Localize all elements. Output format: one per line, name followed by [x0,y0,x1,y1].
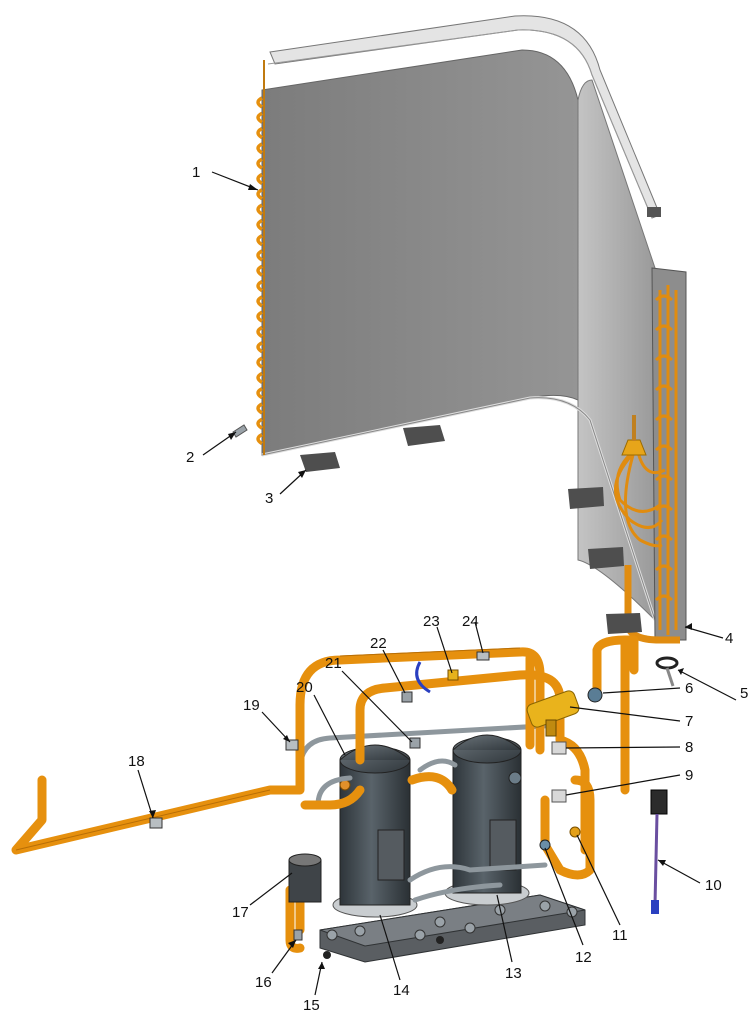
coil-hairpin [256,111,263,124]
compressor-base-rails [319,894,586,963]
coil-hairpin [256,325,263,338]
coil-hairpin [256,96,263,109]
callout-15: 15 [303,997,320,1014]
compressor-right [444,734,530,906]
callout-8: 8 [685,739,693,756]
callout-16: 16 [255,974,272,991]
coil-hairpin [256,433,263,446]
callout-13: 13 [505,965,522,982]
callout-11: 11 [612,927,628,944]
coil-hairpin [256,387,263,400]
coil-hairpin [256,127,263,140]
coil-hairpin [256,371,263,384]
coil-hairpin [256,341,263,354]
callout-7: 7 [685,713,693,730]
coil-hairpin [256,280,263,293]
callout-labels: 1 2 3 4 5 6 7 8 9 10 11 12 13 14 15 16 1… [128,164,748,1014]
coil-hairpin [256,249,263,262]
callout-20: 20 [296,679,313,696]
coil-hairpin [256,295,263,308]
coil-hairpin [256,310,263,323]
sensor-harness-10 [650,789,668,914]
callout-3: 3 [265,490,273,507]
valve-16 [293,929,303,941]
callout-2: 2 [186,449,194,466]
callout-14: 14 [393,982,410,999]
coil-hairpin [256,218,263,231]
coil-hairpin [256,172,263,185]
callout-17: 17 [232,904,249,921]
accumulator-17 [288,853,322,903]
coil-hairpin [256,234,263,247]
valve-11-12 [539,826,581,851]
pad-3 [300,452,340,472]
switches-8-9 [551,741,567,803]
coil-hairpin [256,417,263,430]
leader-lines [137,171,737,996]
coil-hairpin [256,157,263,170]
callout-6: 6 [685,680,693,697]
callout-23: 23 [423,613,440,630]
condenser-coil [232,15,687,644]
coil-hairpin [256,203,263,216]
sight-glass-6 [587,687,603,703]
service-valves-21-23 [149,651,490,829]
coil-hairpin [256,188,263,201]
filter-drier-7 [526,690,580,737]
callout-5: 5 [740,685,748,702]
callout-18: 18 [128,753,145,770]
compressor-left [332,744,418,918]
coil-hairpin [256,264,263,277]
callout-12: 12 [575,949,592,966]
callout-24: 24 [462,613,479,630]
callout-9: 9 [685,767,693,784]
coil-hairpins-left [256,60,265,455]
pipe-edges [15,647,521,851]
callout-10: 10 [705,877,722,894]
callout-19: 19 [243,697,260,714]
coil-hairpin [256,142,263,155]
callout-1: 1 [192,164,200,181]
coil-hairpin [256,356,263,369]
part-5-ring-terminal [655,656,679,687]
callout-4: 4 [725,630,733,647]
callout-22: 22 [370,635,387,652]
coil-hairpin [256,402,263,415]
callout-21: 21 [325,655,342,672]
